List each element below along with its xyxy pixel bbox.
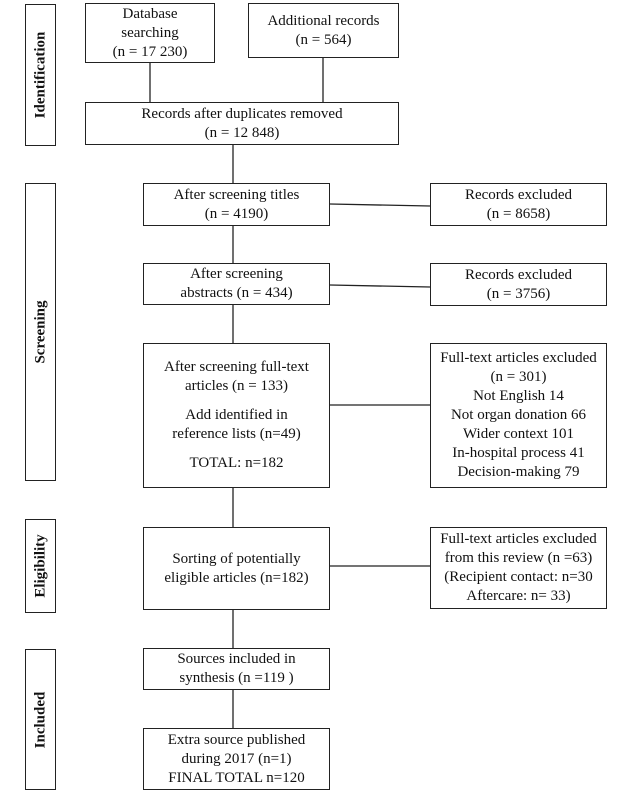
box-text: Additional records bbox=[267, 12, 380, 29]
box-text: Full-text articles excluded bbox=[440, 531, 597, 547]
box-text: Not organ donation 66 bbox=[450, 407, 587, 423]
box-text: After screening bbox=[190, 266, 283, 282]
box-text: Records excluded bbox=[464, 266, 573, 283]
box-text: Add identified in bbox=[185, 407, 288, 423]
box-text: After screening titles bbox=[173, 186, 300, 203]
stage-identification-label: Identification bbox=[32, 31, 48, 119]
screening-fulltext-box: After screening full-text articles (n = … bbox=[143, 343, 330, 488]
box-text: abstracts (n = 434) bbox=[180, 285, 293, 301]
box-text: (n = 301) bbox=[490, 369, 547, 385]
database-searching-box: Database searching (n = 17 230) bbox=[85, 3, 215, 63]
excluded-review-box: Full-text articles excluded from this re… bbox=[430, 527, 607, 609]
box-text: Records excluded bbox=[464, 186, 573, 203]
stage-screening-label: Screening bbox=[32, 300, 48, 364]
box-text: reference lists (n=49) bbox=[172, 426, 301, 442]
box-text: Sources included in bbox=[177, 651, 296, 667]
box-text: Extra source published bbox=[167, 731, 306, 748]
box-text: (Recipient contact: n=30 bbox=[444, 569, 593, 585]
box-text: (n = 17 230) bbox=[112, 43, 188, 60]
box-text: articles (n = 133) bbox=[184, 378, 288, 394]
excluded-fulltext-box: Full-text articles excluded (n = 301) No… bbox=[430, 343, 607, 488]
box-text: Aftercare: n= 33) bbox=[466, 588, 571, 604]
box-text: Full-text articles excluded bbox=[440, 350, 597, 366]
screening-abstracts-box: After screening abstracts (n = 434) bbox=[143, 263, 330, 305]
duplicates-removed-box: Records after duplicates removed (n = 12… bbox=[85, 102, 399, 145]
box-text: Not English 14 bbox=[473, 388, 564, 404]
box-text: Database bbox=[122, 5, 178, 22]
box-text: After screening full-text bbox=[164, 359, 309, 375]
stage-included: Included bbox=[25, 649, 56, 790]
box-text: from this review (n =63) bbox=[444, 550, 593, 566]
sorting-eligible-box: Sorting of potentially eligible articles… bbox=[143, 527, 330, 610]
box-text: In-hospital process 41 bbox=[452, 445, 585, 461]
box-text: Sorting of potentially bbox=[172, 550, 301, 567]
stage-identification: Identification bbox=[25, 4, 56, 146]
box-text: (n = 3756) bbox=[486, 285, 551, 302]
stage-eligibility: Eligibility bbox=[25, 519, 56, 613]
box-text: (n = 564) bbox=[295, 31, 352, 48]
box-text: TOTAL: n=182 bbox=[189, 455, 284, 471]
box-text: FINAL TOTAL n=120 bbox=[168, 769, 305, 786]
connector-abstracts-excluded bbox=[329, 284, 431, 288]
box-text: eligible articles (n=182) bbox=[164, 569, 309, 586]
additional-records-box: Additional records (n = 564) bbox=[248, 3, 399, 58]
screening-titles-box: After screening titles (n = 4190) bbox=[143, 183, 330, 226]
stage-screening: Screening bbox=[25, 183, 56, 481]
stage-included-label: Included bbox=[32, 691, 48, 748]
box-text: Wider context 101 bbox=[462, 426, 575, 442]
box-text: synthesis (n =119 ) bbox=[179, 670, 294, 686]
box-text: (n = 12 848) bbox=[204, 124, 280, 141]
box-text: Decision-making 79 bbox=[457, 464, 580, 480]
box-text: during 2017 (n=1) bbox=[181, 750, 292, 767]
box-text: (n = 8658) bbox=[486, 205, 551, 222]
excluded-abstracts-box: Records excluded (n = 3756) bbox=[430, 263, 607, 306]
connector-titles-excluded bbox=[329, 203, 431, 207]
excluded-titles-box: Records excluded (n = 8658) bbox=[430, 183, 607, 226]
final-total-box: Extra source published during 2017 (n=1)… bbox=[143, 728, 330, 790]
box-text: searching bbox=[121, 24, 179, 41]
stage-eligibility-label: Eligibility bbox=[32, 534, 48, 598]
sources-synthesis-box: Sources included in synthesis (n =119 ) bbox=[143, 648, 330, 690]
box-text: (n = 4190) bbox=[204, 205, 269, 222]
box-text: Records after duplicates removed bbox=[141, 105, 343, 122]
